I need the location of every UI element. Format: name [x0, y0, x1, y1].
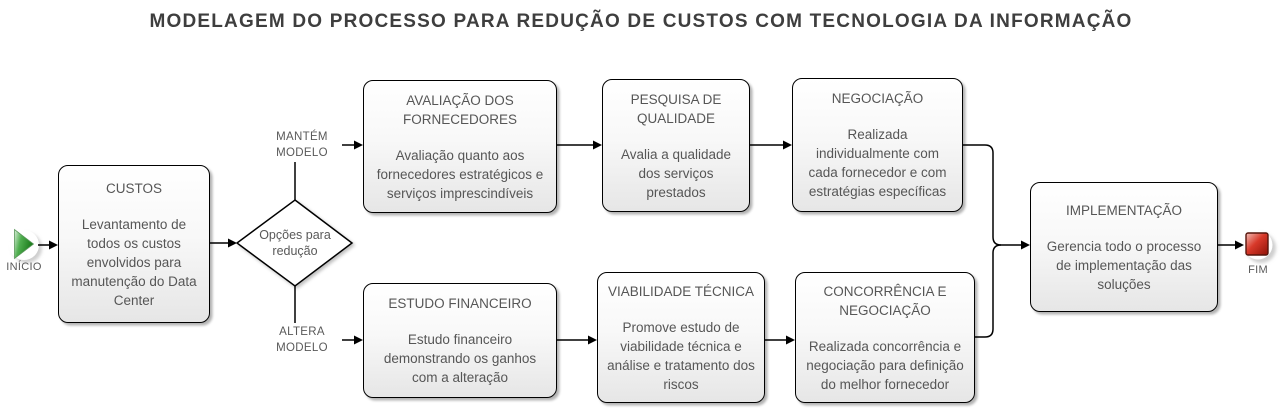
node-body: Realizada concorrência e negociação para…	[806, 338, 964, 392]
connector-merge-implementacao	[1001, 240, 1030, 250]
node-body: Promove estudo de viabilidade técnica e …	[607, 319, 755, 392]
node-body: Avalia a qualidade dos serviços prestado…	[620, 146, 732, 200]
node-custos: CUSTOS Levantamento de todos os custos e…	[58, 165, 210, 323]
connector-concorrencia-implementacao	[975, 244, 1002, 338]
stop-icon	[1245, 232, 1269, 256]
node-avaliacao-fornecedores: AVALIAÇÃO DOS FORNECEDORES Avaliação qua…	[363, 80, 557, 213]
connector-avaliacao-pesquisa	[557, 140, 602, 150]
node-body: Gerencia todo o processo de implementaçã…	[1046, 238, 1202, 292]
node-estudo-financeiro: ESTUDO FINANCEIRO Estudo financeiro demo…	[363, 283, 557, 398]
node-title: CUSTOS	[105, 180, 162, 196]
node-body: Avaliação quanto aos fornecedores estrat…	[376, 147, 544, 201]
node-concorrencia-negociacao: CONCORRÊNCIA E NEGOCIAÇÃO Realizada conc…	[795, 272, 975, 403]
end-label: FIM	[1248, 264, 1268, 276]
connector-custos-decisao	[210, 238, 237, 248]
node-negociacao: NEGOCIAÇÃO Realizada individualmente com…	[792, 78, 963, 212]
connector-implementacao-fim	[1218, 240, 1244, 250]
connector-viabilidade-concorrencia	[765, 335, 795, 345]
play-icon	[14, 228, 35, 260]
start-label: INÍCIO	[6, 261, 42, 273]
connector-inicio-custos	[38, 240, 58, 250]
diagram-title: MODELAGEM DO PROCESSO PARA REDUÇÃO DE CU…	[149, 11, 1133, 32]
node-body: Estudo financeiro demonstrando os ganhos…	[383, 332, 537, 385]
node-body: Realizada individualmente com cada forne…	[808, 127, 947, 199]
start-event-icon	[9, 228, 42, 263]
node-viabilidade-tecnica: VIABILIDADE TÉCNICA Promove estudo de vi…	[597, 272, 765, 403]
node-title: ESTUDO FINANCEIRO	[388, 296, 532, 311]
branch-label-altera-modelo: ALTERA MODELO	[262, 323, 342, 357]
node-title: PESQUISA DE QUALIDADE	[630, 91, 722, 126]
connector-negociacao-implementacao	[963, 144, 1002, 246]
end-event-icon	[1243, 230, 1276, 263]
node-title: VIABILIDADE TÉCNICA	[607, 283, 755, 299]
connector-pesquisa-negociacao	[750, 140, 792, 150]
node-title: IMPLEMENTAÇÃO	[1065, 202, 1182, 218]
node-title: CONCORRÊNCIA E NEGOCIAÇÃO	[823, 283, 947, 318]
node-body: Levantamento de todos os custos envolvid…	[71, 216, 197, 308]
node-pesquisa-qualidade: PESQUISA DE QUALIDADE Avalia a qualidade…	[602, 79, 750, 212]
branch-label-mantem-modelo: MANTÉM MODELO	[262, 128, 342, 162]
node-title: NEGOCIAÇÃO	[831, 91, 924, 106]
decision-label: Opções para redução	[259, 228, 331, 258]
node-implementacao: IMPLEMENTAÇÃO Gerencia todo o processo d…	[1030, 182, 1218, 312]
connector-estudo-viabilidade	[557, 335, 597, 345]
node-title: AVALIAÇÃO DOS FORNECEDORES	[402, 92, 517, 127]
